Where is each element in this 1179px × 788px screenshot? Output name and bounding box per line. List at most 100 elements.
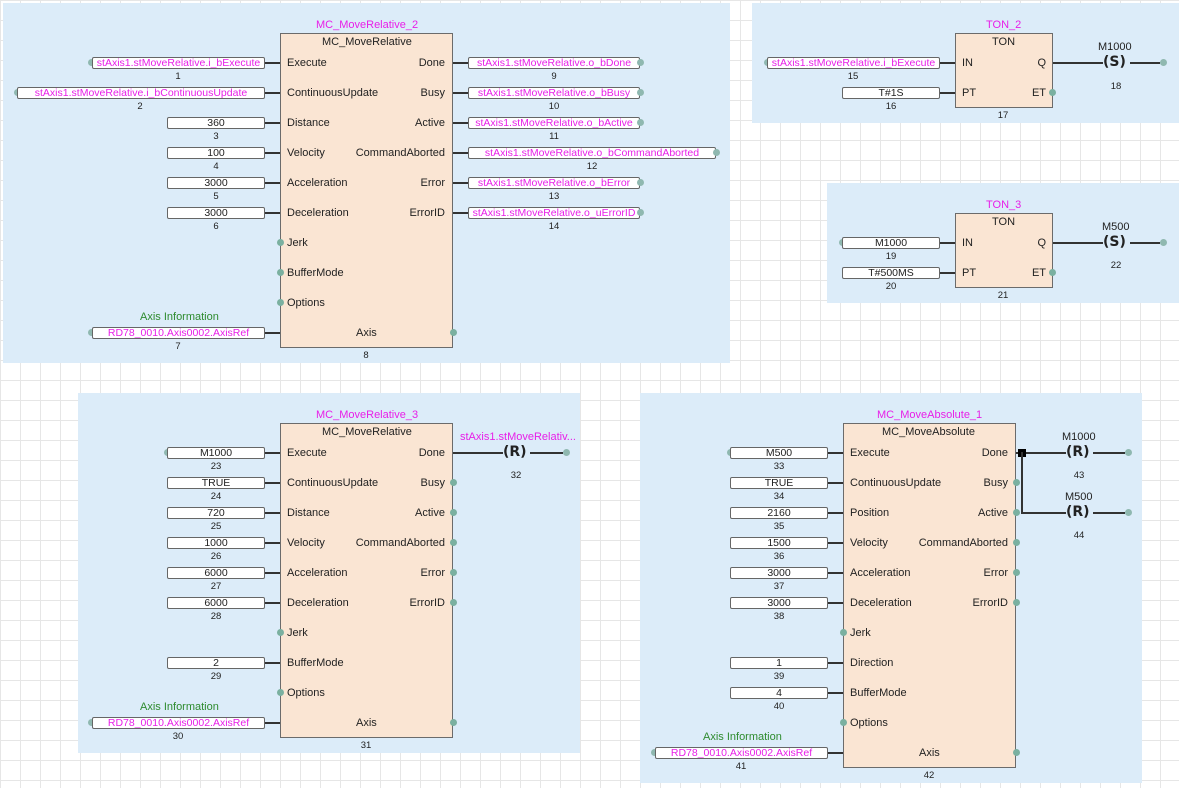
axis-ref-box[interactable]: RD78_0010.Axis0002.AxisRef xyxy=(92,327,265,339)
pin-dot[interactable] xyxy=(277,269,284,276)
input-constant-box[interactable]: 6000 xyxy=(167,597,265,609)
input-constant-box[interactable]: 2 xyxy=(167,657,265,669)
pin-dot[interactable] xyxy=(637,209,644,216)
pin-dot[interactable] xyxy=(277,299,284,306)
pin-acceleration: Acceleration xyxy=(287,177,348,189)
pin-dot[interactable] xyxy=(1049,89,1056,96)
input-variable-box[interactable]: M1000 xyxy=(842,237,940,249)
input-constant-box[interactable]: 3000 xyxy=(167,207,265,219)
pin-dot[interactable] xyxy=(1049,269,1056,276)
pin-pt: PT xyxy=(962,87,977,99)
input-constant-box[interactable]: T#1S xyxy=(842,87,940,99)
reset-coil-icon[interactable]: (R) xyxy=(1066,504,1090,520)
input-variable-box[interactable]: stAxis1.stMoveRelative.i_bContinuousUpda… xyxy=(17,87,265,99)
pin-dot[interactable] xyxy=(840,719,847,726)
pin-dot[interactable] xyxy=(1013,599,1020,606)
pin-dot[interactable] xyxy=(450,539,457,546)
output-variable-box[interactable]: stAxis1.stMoveRelative.o_bDone xyxy=(468,57,640,69)
input-constant-box[interactable]: 3000 xyxy=(730,597,828,609)
input-constant-box[interactable]: 4 xyxy=(730,687,828,699)
reset-coil-icon[interactable]: (R) xyxy=(503,444,527,460)
pin-dot[interactable] xyxy=(1125,509,1132,516)
block-instance-name[interactable]: TON_3 xyxy=(986,199,1022,211)
pin-dot[interactable] xyxy=(1013,479,1020,486)
function-block-mc-moverelative-2[interactable] xyxy=(280,33,453,348)
block-type-name: TON xyxy=(992,36,1016,48)
function-block-ton-3[interactable] xyxy=(955,213,1053,288)
pin-done: Done xyxy=(418,57,445,69)
input-constant-box[interactable]: 360 xyxy=(167,117,265,129)
element-number: 29 xyxy=(210,671,222,682)
input-constant-box[interactable]: 6000 xyxy=(167,567,265,579)
block-instance-name[interactable]: MC_MoveRelative_2 xyxy=(316,19,419,31)
pin-dot[interactable] xyxy=(563,449,570,456)
pin-dot[interactable] xyxy=(277,689,284,696)
output-variable-box[interactable]: stAxis1.stMoveRelative.o_uErrorID xyxy=(468,207,640,219)
input-constant-box[interactable]: 3000 xyxy=(167,177,265,189)
output-variable-box[interactable]: stAxis1.stMoveRelative.o_bActive xyxy=(468,117,640,129)
pin-dot[interactable] xyxy=(840,629,847,636)
wire xyxy=(265,92,280,94)
pin-dot[interactable] xyxy=(637,179,644,186)
set-coil-icon[interactable]: (S) xyxy=(1103,234,1126,250)
pin-error: Error xyxy=(983,567,1008,579)
input-constant-box[interactable]: TRUE xyxy=(730,477,828,489)
pin-dot[interactable] xyxy=(651,749,658,756)
wire xyxy=(265,452,280,454)
pin-in: IN xyxy=(962,57,973,69)
pin-dot[interactable] xyxy=(450,479,457,486)
input-variable-box[interactable]: stAxis1.stMoveRelative.i_bExecute xyxy=(767,57,940,69)
pin-dot[interactable] xyxy=(1160,239,1167,246)
input-constant-box[interactable]: 1 xyxy=(730,657,828,669)
pin-dot[interactable] xyxy=(277,239,284,246)
pin-dot[interactable] xyxy=(450,599,457,606)
axis-info-comment: Axis Information xyxy=(140,701,219,713)
wire xyxy=(1093,452,1125,454)
axis-ref-box[interactable]: RD78_0010.Axis0002.AxisRef xyxy=(655,747,828,759)
reset-coil-icon[interactable]: (R) xyxy=(1066,444,1090,460)
pin-dot[interactable] xyxy=(88,719,95,726)
input-variable-box[interactable]: M1000 xyxy=(167,447,265,459)
pin-dot[interactable] xyxy=(637,89,644,96)
input-variable-box[interactable]: M500 xyxy=(730,447,828,459)
input-constant-box[interactable]: 3000 xyxy=(730,567,828,579)
input-constant-box[interactable]: 100 xyxy=(167,147,265,159)
pin-dot[interactable] xyxy=(88,59,95,66)
pin-dot[interactable] xyxy=(450,719,457,726)
element-number: 37 xyxy=(773,581,785,592)
axis-ref-box[interactable]: RD78_0010.Axis0002.AxisRef xyxy=(92,717,265,729)
output-variable-box[interactable]: stAxis1.stMoveRelative.o_bCommandAborted xyxy=(468,147,716,159)
pin-dot[interactable] xyxy=(450,509,457,516)
block-instance-name[interactable]: TON_2 xyxy=(986,19,1022,31)
input-constant-box[interactable]: 1000 xyxy=(167,537,265,549)
input-constant-box[interactable]: 2160 xyxy=(730,507,828,519)
wire xyxy=(1053,242,1103,244)
pin-dot[interactable] xyxy=(277,629,284,636)
input-constant-box[interactable]: TRUE xyxy=(167,477,265,489)
pin-dot[interactable] xyxy=(1013,569,1020,576)
output-variable-box[interactable]: stAxis1.stMoveRelative.o_bBusy xyxy=(468,87,640,99)
input-constant-box[interactable]: 720 xyxy=(167,507,265,519)
pin-dot[interactable] xyxy=(713,149,720,156)
pin-dot[interactable] xyxy=(1013,539,1020,546)
output-variable-box[interactable]: stAxis1.stMoveRelative.o_bError xyxy=(468,177,640,189)
pin-dot[interactable] xyxy=(637,119,644,126)
set-coil-icon[interactable]: (S) xyxy=(1103,54,1126,70)
pin-dot[interactable] xyxy=(450,329,457,336)
pin-dot[interactable] xyxy=(450,569,457,576)
pin-dot[interactable] xyxy=(88,329,95,336)
pin-dot[interactable] xyxy=(1013,749,1020,756)
input-constant-box[interactable]: T#500MS xyxy=(842,267,940,279)
pin-dot[interactable] xyxy=(1013,509,1020,516)
block-instance-name[interactable]: MC_MoveAbsolute_1 xyxy=(877,409,983,421)
input-variable-box[interactable]: stAxis1.stMoveRelative.i_bExecute xyxy=(92,57,265,69)
pin-dot[interactable] xyxy=(1160,59,1167,66)
function-block-mc-moverelative-3[interactable] xyxy=(280,423,453,738)
pin-acceleration: Acceleration xyxy=(850,567,911,579)
function-block-ton-2[interactable] xyxy=(955,33,1053,108)
block-instance-name[interactable]: MC_MoveRelative_3 xyxy=(316,409,419,421)
input-constant-box[interactable]: 1500 xyxy=(730,537,828,549)
pin-dot[interactable] xyxy=(637,59,644,66)
function-block-mc-moveabsolute-1[interactable] xyxy=(843,423,1016,768)
pin-dot[interactable] xyxy=(1125,449,1132,456)
